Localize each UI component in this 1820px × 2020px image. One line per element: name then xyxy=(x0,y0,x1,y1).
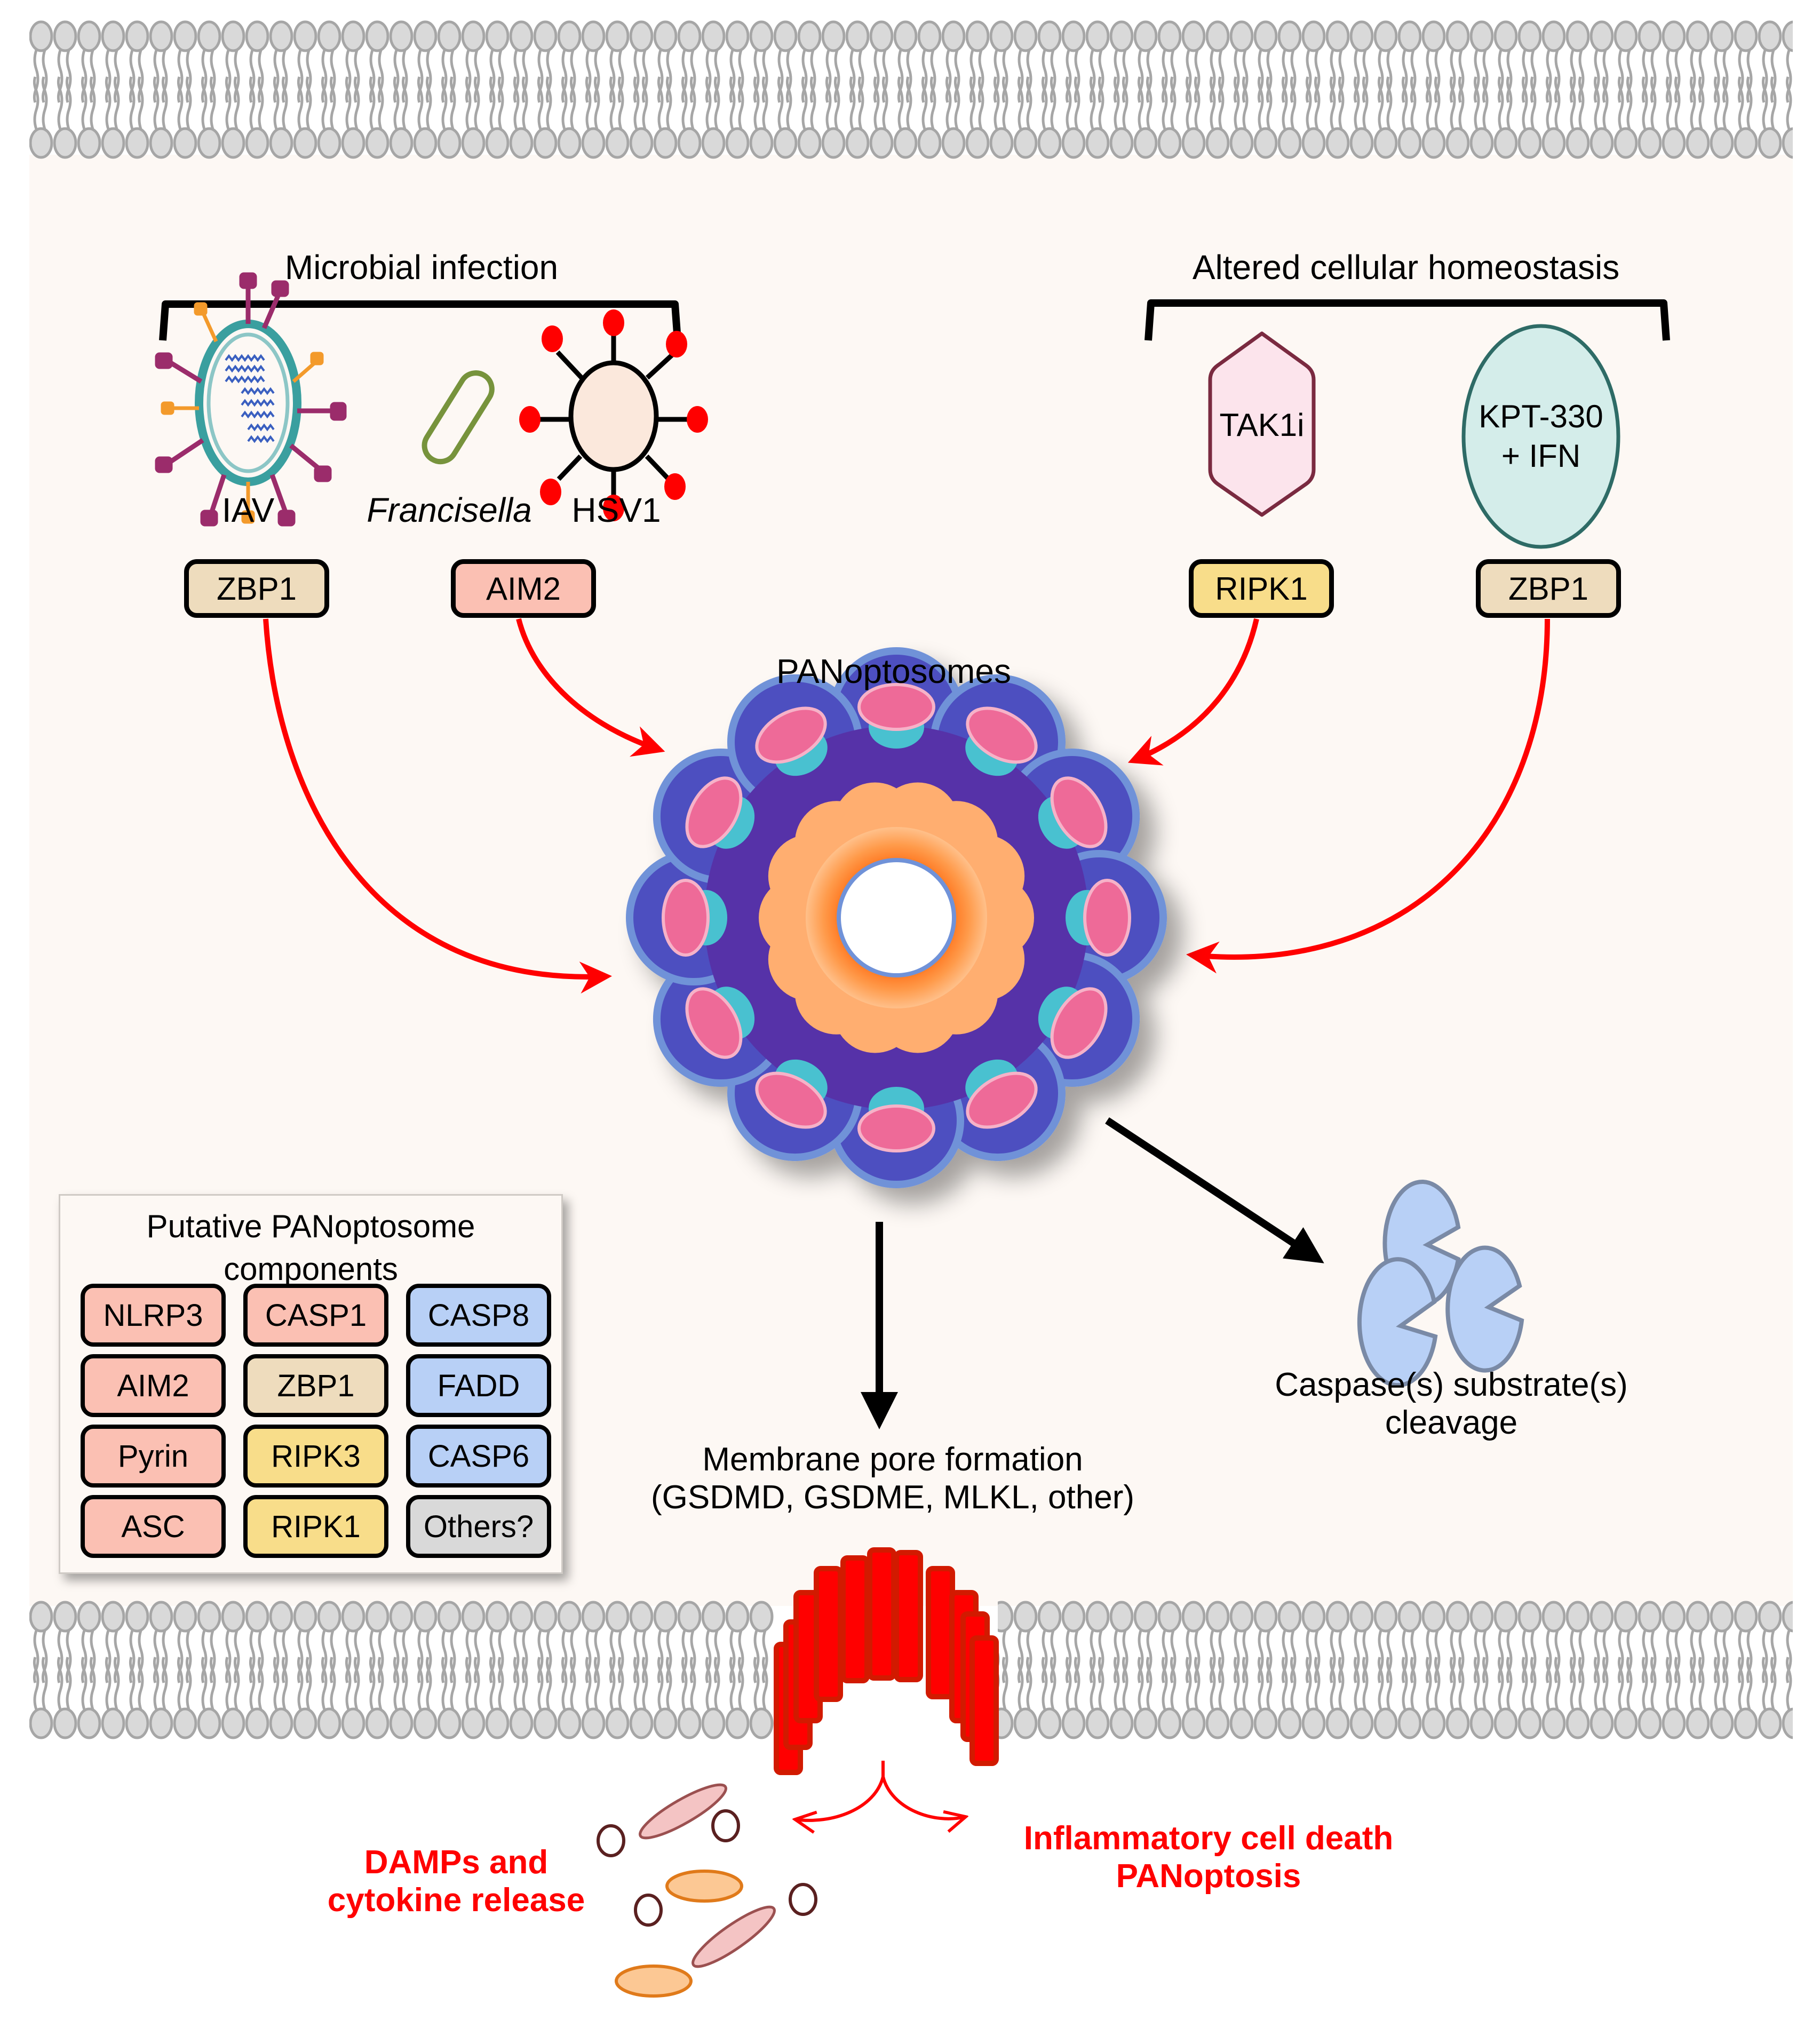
complex-central-pore xyxy=(837,858,956,977)
legend-item-ripk1: RIPK1 xyxy=(243,1495,388,1558)
complex-pink-domain xyxy=(966,706,1038,764)
damps-line2: cytokine release xyxy=(327,1882,585,1919)
legend-item-others: Others? xyxy=(406,1495,551,1558)
caspase-substrate-2 xyxy=(1357,1257,1438,1388)
panoptosomes-label: PANoptosomes xyxy=(776,652,1011,690)
plasma-membrane-top xyxy=(29,16,1793,160)
arrow-pore-to-damps xyxy=(795,1761,885,1820)
tak1i-hexagon-icon xyxy=(1208,331,1316,517)
arrow-ripk1-to-complex xyxy=(1127,618,1259,766)
complex-pink-domain xyxy=(685,776,743,848)
sensor-zbp1-right: ZBP1 xyxy=(1476,559,1621,618)
kpt330-ifn-label: KPT-330 + IFN xyxy=(1479,397,1603,476)
legend-item-asc: ASC xyxy=(81,1495,226,1558)
death-line2: PANoptosis xyxy=(1116,1858,1301,1895)
pore-formation-line1: Membrane pore formation xyxy=(702,1441,1083,1478)
legend-item-pyrin: Pyrin xyxy=(81,1425,226,1488)
complex-pink-domain xyxy=(857,1104,935,1152)
legend-title-line2: components xyxy=(224,1251,398,1287)
caspase-cleavage-line1: Caspase(s) substrate(s) xyxy=(1275,1366,1628,1403)
homeostasis-bracket xyxy=(1145,299,1670,341)
herpes-virus-icon xyxy=(519,309,708,521)
pathogen-label-iav: IAV xyxy=(221,491,275,529)
arrow-zbp1-right-to-complex xyxy=(1186,618,1550,974)
legend-item-nlrp3: NLRP3 xyxy=(81,1284,226,1347)
legend-item-zbp1: ZBP1 xyxy=(243,1354,388,1417)
caspase-cleavage-line2: cleavage xyxy=(1385,1404,1518,1442)
legend-item-fadd: FADD xyxy=(406,1354,551,1417)
complex-pink-domain xyxy=(1083,879,1131,957)
legend-item-casp1: CASP1 xyxy=(243,1284,388,1347)
extracellular-space xyxy=(29,1740,1793,2020)
complex-pink-domain xyxy=(1050,987,1108,1059)
pathogen-label-francisella: Francisella xyxy=(367,491,532,529)
legend-title: Putative PANoptosome components xyxy=(60,1205,561,1291)
influenza-virus-icon xyxy=(155,272,347,527)
sensor-zbp1-left: ZBP1 xyxy=(184,559,329,618)
damps-line1: DAMPs and xyxy=(364,1844,549,1881)
panoptosome-complex-icon xyxy=(626,647,1167,1188)
complex-pink-domain xyxy=(755,706,827,764)
sensor-aim2: AIM2 xyxy=(451,559,596,618)
complex-pink-domain xyxy=(755,1071,827,1129)
complex-pink-domain xyxy=(1050,776,1108,848)
microbial-infection-title: Microbial infection xyxy=(284,248,559,287)
caspase-cleavage-label: Caspase(s) substrate(s) cleavage xyxy=(1275,1366,1628,1442)
arrow-pore-to-death xyxy=(881,1776,966,1819)
legend-item-ripk3: RIPK3 xyxy=(243,1425,388,1488)
damp-particles xyxy=(597,1783,817,1998)
arrow-zbp1-to-complex xyxy=(263,618,612,994)
pathogen-label-hsv1: HSV1 xyxy=(571,491,661,529)
panoptosis-label: Inflammatory cell death PANoptosis xyxy=(1024,1819,1394,1896)
damps-release-label: DAMPs and cytokine release xyxy=(328,1843,585,1920)
pore-formation-label: Membrane pore formation (GSDMD, GSDME, M… xyxy=(651,1441,1134,1517)
complex-pink-domain xyxy=(857,683,935,731)
legend-item-aim2: AIM2 xyxy=(81,1354,226,1417)
pore-formation-line2: (GSDMD, GSDME, MLKL, other) xyxy=(650,1479,1135,1516)
sensor-ripk1: RIPK1 xyxy=(1189,559,1334,618)
kpt330-label: KPT-330 xyxy=(1479,399,1603,434)
bacterium-rod-icon xyxy=(422,370,495,465)
death-line1: Inflammatory cell death xyxy=(1023,1820,1394,1857)
kpt330-ifn-ellipse-icon xyxy=(1461,324,1620,549)
complex-pink-domain xyxy=(685,987,743,1059)
caspase-substrate-3 xyxy=(1445,1245,1524,1373)
caspase-substrate-icons xyxy=(1357,1180,1524,1388)
membrane-pore-icon xyxy=(774,1547,999,1775)
plasma-membrane-bottom xyxy=(29,1596,1793,1740)
homeostasis-title: Altered cellular homeostasis xyxy=(1192,248,1620,287)
microbial-bracket xyxy=(159,300,681,341)
legend-item-casp8: CASP8 xyxy=(406,1284,551,1347)
ifn-label: + IFN xyxy=(1501,438,1581,474)
legend-item-casp6: CASP6 xyxy=(406,1425,551,1488)
legend-title-line1: Putative PANoptosome xyxy=(146,1208,475,1244)
complex-pink-domain xyxy=(966,1071,1038,1129)
tak1i-label: TAK1i xyxy=(1219,407,1305,443)
arrow-complex-to-caspase xyxy=(1105,1117,1324,1263)
complex-pink-domain xyxy=(662,879,710,957)
arrow-aim2-to-complex xyxy=(516,618,665,757)
